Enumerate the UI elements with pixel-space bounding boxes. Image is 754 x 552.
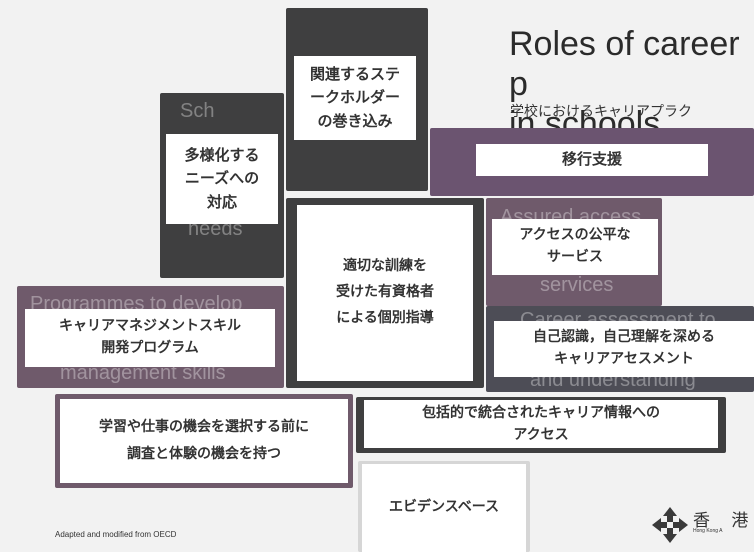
slide-title: Roles of career p in schools xyxy=(509,25,740,143)
stakeholders-card: 関連するステ ークホルダー の巻き込み xyxy=(294,56,416,140)
logo-name: 香 港 xyxy=(693,511,754,531)
equal-access-card: アクセスの公平な サービス xyxy=(492,219,658,275)
ghost-text-services: services xyxy=(540,274,614,296)
transition-card: 移行支援 xyxy=(476,144,708,176)
institution-logo: 香 港 Hong Kong A xyxy=(651,500,754,552)
trained-staff-card: 適切な訓練を 受けた有資格者 による個別指導 xyxy=(297,205,473,381)
diverse-needs-card: 多様化する ニーズへの 対応 xyxy=(166,134,278,224)
assessment-card: 自己認識，自己理解を深める キャリアアセスメント xyxy=(494,321,754,377)
career-skills-card: キャリアマネジメントスキル 開発プログラム xyxy=(25,309,275,367)
logo-subtitle: Hong Kong A xyxy=(693,528,723,534)
integrated-info-card: 包括的で統合されたキャリア情報への アクセス xyxy=(364,400,718,448)
compass-arrows-icon xyxy=(652,507,688,543)
ghost-text-management-skills: management skills xyxy=(60,362,226,384)
evidence-card: エビデンスベース xyxy=(362,464,526,552)
ghost-text-school: Sch xyxy=(180,100,215,122)
exploration-card: 学習や仕事の機会を選択する前に 調査と体験の機会を持つ xyxy=(60,399,348,483)
slide-subtitle: 学校におけるキャリアプラク xyxy=(510,104,692,120)
source-note: Adapted and modified from OECD xyxy=(55,530,177,539)
